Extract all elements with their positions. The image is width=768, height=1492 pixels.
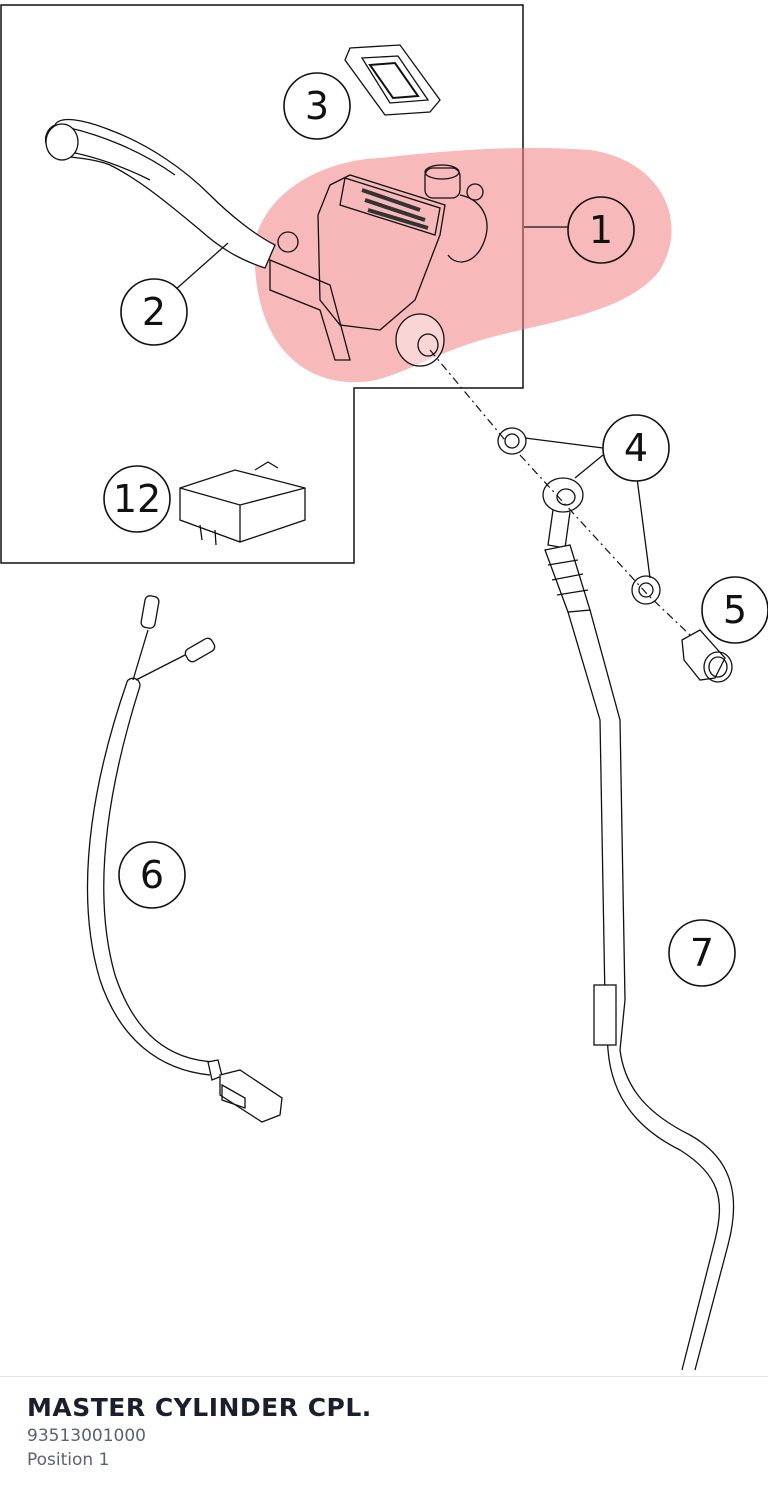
highlight-region[interactable] <box>254 147 672 383</box>
svg-text:3: 3 <box>305 84 329 128</box>
callout-1[interactable]: 1 <box>567 196 635 264</box>
banjo-bolt-part[interactable] <box>681 629 733 683</box>
brake-hose-part[interactable] <box>542 477 735 1371</box>
callout-12[interactable]: 12 <box>103 465 171 533</box>
callout-6[interactable]: 6 <box>118 841 186 909</box>
svg-text:2: 2 <box>142 290 166 334</box>
washer-part[interactable] <box>497 427 661 605</box>
callout-3[interactable]: 3 <box>283 72 351 140</box>
parts-diagram: 1 2 3 4 5 6 7 12 <box>0 4 768 1371</box>
callout-7[interactable]: 7 <box>668 919 736 987</box>
lever-part[interactable] <box>44 118 276 269</box>
reservoir-cover-part[interactable] <box>344 44 441 116</box>
callout-5[interactable]: 5 <box>701 576 768 644</box>
bracket-part[interactable] <box>179 461 306 546</box>
svg-text:12: 12 <box>113 477 161 521</box>
callout-4[interactable]: 4 <box>602 414 670 482</box>
svg-text:6: 6 <box>140 853 164 897</box>
leader-lines <box>174 226 651 579</box>
part-position: Position 1 <box>27 1450 110 1470</box>
part-info-panel: MASTER CYLINDER CPL. 93513001000 Positio… <box>0 1376 768 1492</box>
svg-text:4: 4 <box>624 426 648 470</box>
part-number: 93513001000 <box>27 1426 146 1446</box>
svg-text:5: 5 <box>723 588 747 632</box>
svg-text:7: 7 <box>690 931 714 975</box>
switch-cable-part[interactable] <box>86 595 283 1123</box>
kit-outline <box>0 4 524 564</box>
svg-text:1: 1 <box>589 208 613 252</box>
part-title: MASTER CYLINDER CPL. <box>27 1393 372 1422</box>
callout-2[interactable]: 2 <box>120 278 188 346</box>
assembly-axis <box>429 349 691 636</box>
